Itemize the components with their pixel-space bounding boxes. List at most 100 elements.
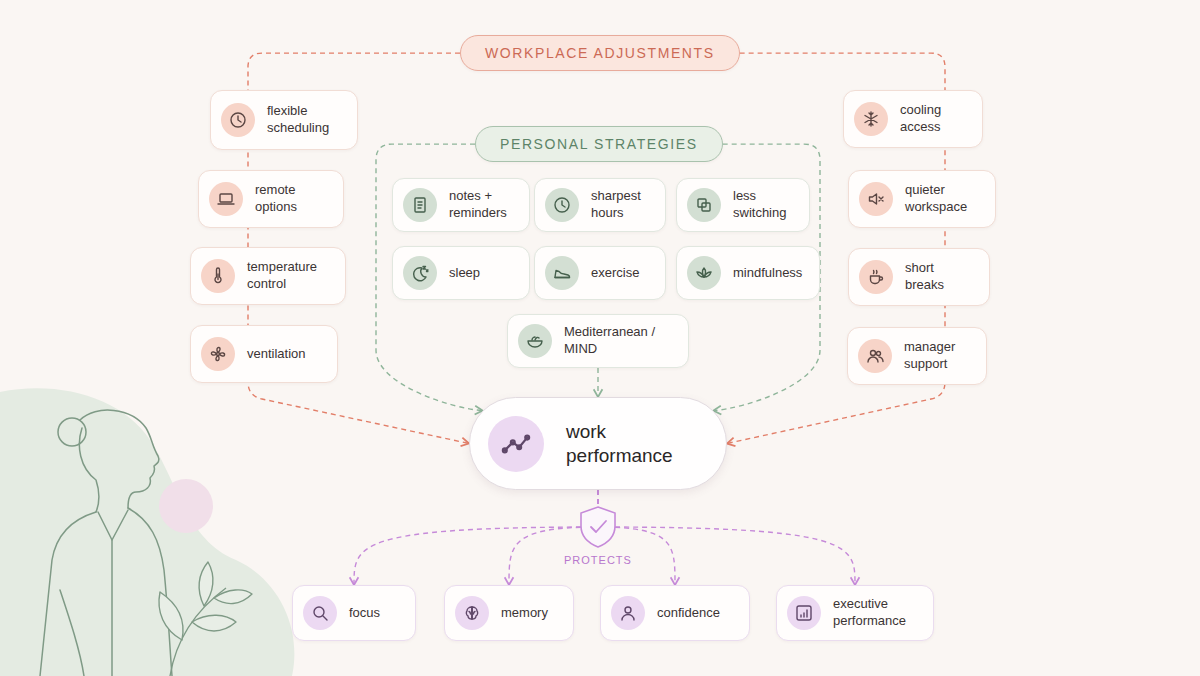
icon-glyph: [552, 263, 572, 283]
icon-glyph: [410, 263, 430, 283]
icon-glyph: [694, 195, 714, 215]
icon-glyph: [310, 603, 330, 623]
icon-glyph: [525, 331, 545, 351]
icon-glyph: [462, 603, 482, 623]
node-text: sleep: [449, 265, 515, 282]
icon-circle: [859, 260, 893, 294]
strategy-box: less switching: [676, 178, 810, 232]
front-line: [128, 508, 172, 676]
icon-circle: [518, 324, 552, 358]
icon-circle: [403, 256, 437, 290]
collar: [98, 510, 128, 540]
icon-glyph: [866, 189, 886, 209]
strategy-box: exercise: [534, 246, 666, 300]
back-of-head: [79, 428, 99, 512]
icon-circle: [858, 339, 892, 373]
adjustment-box: short breaks: [848, 248, 990, 306]
leaf: [192, 615, 236, 631]
node-text: flexible scheduling: [267, 103, 341, 137]
node-text: exercise: [591, 265, 651, 282]
adjustment-box: cooling access: [843, 90, 983, 148]
node-text: executive performance: [833, 596, 919, 630]
node-text: quieter workspace: [905, 182, 981, 216]
icon-circle: [201, 259, 235, 293]
icon-glyph: [410, 195, 430, 215]
shield-symbol: [581, 507, 615, 547]
adjustment-box: quieter workspace: [848, 170, 996, 228]
icon-glyph: [694, 263, 714, 283]
icon-circle: [687, 188, 721, 222]
node-text: remote options: [255, 182, 319, 216]
adjustment-box: remote options: [198, 170, 344, 228]
node-text: focus: [349, 605, 399, 622]
node-text: WORKPLACE ADJUSTMENTS: [485, 44, 715, 62]
icon-glyph: [618, 603, 638, 623]
outcome-pill: work performance: [469, 397, 727, 490]
benefit-box: confidence: [600, 585, 750, 641]
node-text: notes + reminders: [449, 188, 515, 222]
icon-glyph: [208, 266, 228, 286]
node-text: PERSONAL STRATEGIES: [500, 135, 698, 153]
dashed-connector: [354, 490, 598, 585]
pink-blob: [159, 479, 213, 533]
adjustment-box: temperature control: [190, 247, 346, 305]
node-text: memory: [501, 605, 559, 622]
adjustment-box: ventilation: [190, 325, 338, 383]
icon-circle: [611, 596, 645, 630]
node-text: mindfulness: [733, 265, 805, 282]
plant: [159, 562, 252, 676]
node-text: short breaks: [905, 260, 957, 294]
icon-glyph: [861, 109, 881, 129]
benefit-box: memory: [444, 585, 574, 641]
icon-glyph: [500, 428, 532, 460]
icon-circle: [403, 188, 437, 222]
icon-circle: [545, 188, 579, 222]
benefit-box: executive performance: [776, 585, 934, 641]
back-line: [40, 512, 96, 676]
icon-glyph: [228, 110, 248, 130]
icon-circle: [488, 416, 544, 472]
shield-outline: [581, 507, 615, 547]
strategy-box: mindfulness: [676, 246, 820, 300]
hair-bun: [58, 418, 86, 446]
node-text: ventilation: [247, 346, 323, 363]
strategy-box: Mediterranean / MIND: [507, 314, 689, 368]
node-text: temperature control: [247, 259, 331, 293]
node-text: manager support: [904, 339, 970, 373]
icon-glyph: [866, 267, 886, 287]
node-text: work performance: [566, 420, 696, 468]
leaf: [214, 590, 252, 604]
icon-circle: [209, 182, 243, 216]
icon-circle: [545, 256, 579, 290]
strategy-box: sleep: [392, 246, 530, 300]
strategy-box: notes + reminders: [392, 178, 530, 232]
icon-glyph: [208, 344, 228, 364]
strategy-box: sharpest hours: [534, 178, 666, 232]
adjustment-box: flexible scheduling: [210, 90, 358, 150]
icon-circle: [201, 337, 235, 371]
woman-figure: [40, 410, 172, 676]
dashed-connector: [598, 490, 855, 585]
leaf: [199, 562, 213, 606]
icon-glyph: [552, 195, 572, 215]
node-text: cooling access: [900, 102, 964, 136]
group-heading-pill: WORKPLACE ADJUSTMENTS: [460, 35, 740, 71]
icon-circle: [787, 596, 821, 630]
arm-line: [60, 590, 84, 676]
green-blob: [0, 388, 294, 676]
group-heading-pill: PERSONAL STRATEGIES: [475, 126, 723, 162]
icon-circle: [854, 102, 888, 136]
check-mark: [591, 521, 606, 532]
icon-glyph: [865, 346, 885, 366]
adjustment-box: manager support: [847, 327, 987, 385]
icon-circle: [859, 182, 893, 216]
placket: [111, 540, 113, 676]
flow-label: PROTECTS: [561, 553, 635, 567]
face-profile: [80, 410, 159, 508]
icon-circle: [455, 596, 489, 630]
dashed-connector: [597, 368, 598, 397]
icon-circle: [221, 103, 255, 137]
leaf: [159, 592, 183, 640]
icon-glyph: [794, 603, 814, 623]
